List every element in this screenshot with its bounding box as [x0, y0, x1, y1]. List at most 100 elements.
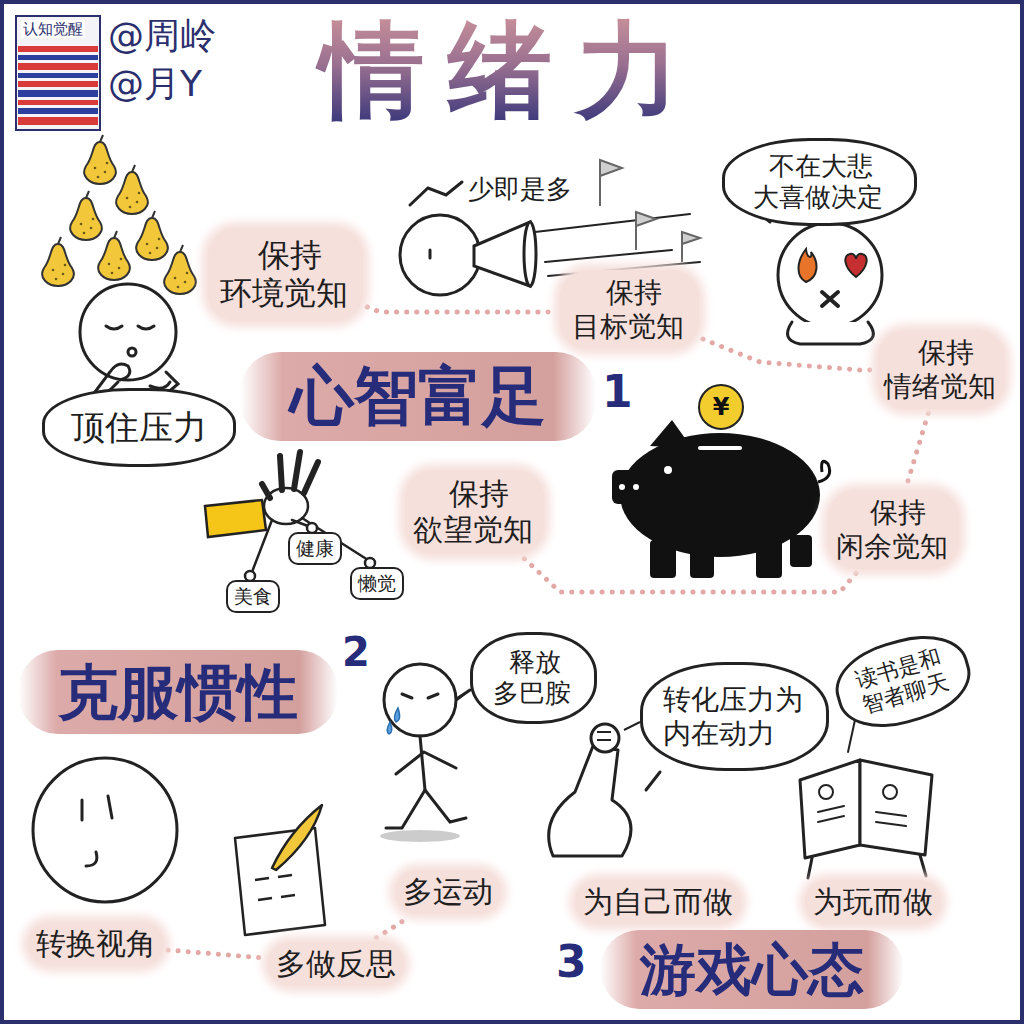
flexed-arm	[597, 732, 611, 740]
open-book	[819, 785, 833, 799]
paper-and-quill	[255, 875, 295, 900]
open-book	[800, 760, 860, 858]
pears	[98, 231, 130, 280]
hand-with-weights	[262, 484, 270, 498]
bubble-tails	[458, 690, 470, 698]
book-cover	[18, 63, 98, 70]
paper-and-quill	[235, 805, 325, 935]
open-book	[883, 785, 897, 799]
paper-and-quill	[272, 805, 322, 870]
awareness-blob: 保持欲望觉知	[405, 470, 544, 554]
bubble-tails	[646, 772, 660, 790]
running-figure	[396, 752, 456, 774]
running-figure	[380, 830, 460, 842]
hand-with-weights	[304, 462, 318, 493]
pears	[136, 211, 168, 260]
node-text: 为玩而做	[813, 884, 933, 920]
callout-number: 3	[556, 936, 587, 989]
megaphone-figure	[410, 182, 462, 205]
title-text: 情绪力	[262, 8, 762, 133]
flexed-arm	[549, 746, 631, 856]
node-text: 保持闲余觉知	[836, 496, 951, 563]
node-text: 多运动	[403, 874, 493, 910]
hand-with-weights	[252, 520, 272, 572]
running-figure	[384, 664, 456, 736]
section-band: 游戏心态	[600, 930, 904, 1009]
action-blob: 为玩而做	[805, 880, 941, 924]
book-cover	[18, 108, 98, 114]
author-handle: @周岭	[108, 14, 216, 57]
band-title: 克服惯性	[58, 656, 298, 728]
node-text: 转化压力为内在动力	[663, 683, 806, 750]
author-handle: @月Y	[108, 62, 202, 105]
dotted-connector	[524, 558, 856, 592]
hand-with-weights	[280, 456, 282, 490]
band-title: 游戏心态	[640, 936, 864, 1003]
callout-number: 2	[342, 628, 370, 676]
book-cover	[16, 16, 100, 130]
node-text: 转换视角	[36, 926, 156, 962]
pears	[42, 135, 196, 294]
flexed-arm	[624, 722, 640, 730]
running-figure	[394, 708, 399, 722]
node-text: 保持环境觉知	[220, 236, 351, 313]
pears	[84, 135, 116, 184]
emotion-figure	[799, 249, 817, 282]
book-cover	[18, 73, 98, 78]
thinking-figure	[138, 326, 154, 329]
weight-tag: 健康	[288, 532, 342, 565]
flags	[600, 160, 622, 176]
megaphone-figure	[535, 214, 690, 232]
piggy-bank	[756, 540, 782, 578]
node-text: 保持欲望觉知	[413, 476, 536, 548]
piggy-bank	[633, 484, 639, 490]
awareness-blob: 保持目标觉知	[560, 270, 699, 349]
node-text: 保持情绪觉知	[884, 336, 999, 403]
piggy-bank	[690, 545, 714, 578]
speech-bubble: 释放多巴胺	[470, 632, 597, 724]
node-text: 多做反思	[276, 946, 396, 982]
piggy-bank	[619, 484, 625, 490]
book-cover	[18, 90, 98, 97]
node-text: 懒觉	[358, 572, 396, 595]
running-figure	[420, 736, 425, 790]
awareness-blob: 保持情绪觉知	[878, 330, 1005, 409]
thinking-head	[33, 758, 177, 902]
piggy-bank	[664, 466, 672, 474]
action-blob: 为自己而做	[575, 880, 741, 924]
node-text: 读书是和智者聊天	[852, 644, 953, 720]
node-text: ¥	[713, 393, 730, 422]
flexed-arm	[591, 724, 619, 752]
emotion-figure	[822, 292, 838, 306]
thinking-head	[86, 852, 97, 866]
action-blob: 多做反思	[268, 942, 404, 986]
dotted-connector	[907, 413, 929, 486]
megaphone-figure	[400, 215, 480, 295]
node-text: 健康	[296, 537, 334, 560]
node-text: 为自己而做	[583, 884, 733, 920]
flags	[636, 212, 656, 226]
thinking-figure	[80, 284, 178, 396]
slogan-text: 少即是多	[468, 174, 572, 205]
thinking-head	[82, 796, 112, 820]
running-figure	[386, 790, 466, 828]
thinking-head	[33, 758, 177, 902]
piggy-bank	[790, 535, 812, 567]
awareness-blob: 保持环境觉知	[208, 228, 363, 321]
open-book	[808, 855, 926, 878]
hand-with-weights	[205, 500, 266, 537]
pears	[164, 245, 196, 294]
hand-with-weights	[205, 452, 375, 581]
pears	[116, 165, 148, 214]
coin: ¥	[698, 384, 744, 430]
piggy-bank	[818, 461, 830, 482]
book-cover	[16, 16, 100, 130]
callout-number: 1	[602, 366, 633, 419]
open-book	[860, 760, 932, 855]
flags	[682, 232, 700, 244]
piggy-bank	[612, 470, 652, 504]
node-text: 保持目标觉知	[572, 276, 687, 343]
speech-bubble: 不在大悲大喜做决定	[722, 138, 917, 226]
book-cover	[18, 55, 98, 60]
megaphone-figure	[474, 222, 530, 286]
